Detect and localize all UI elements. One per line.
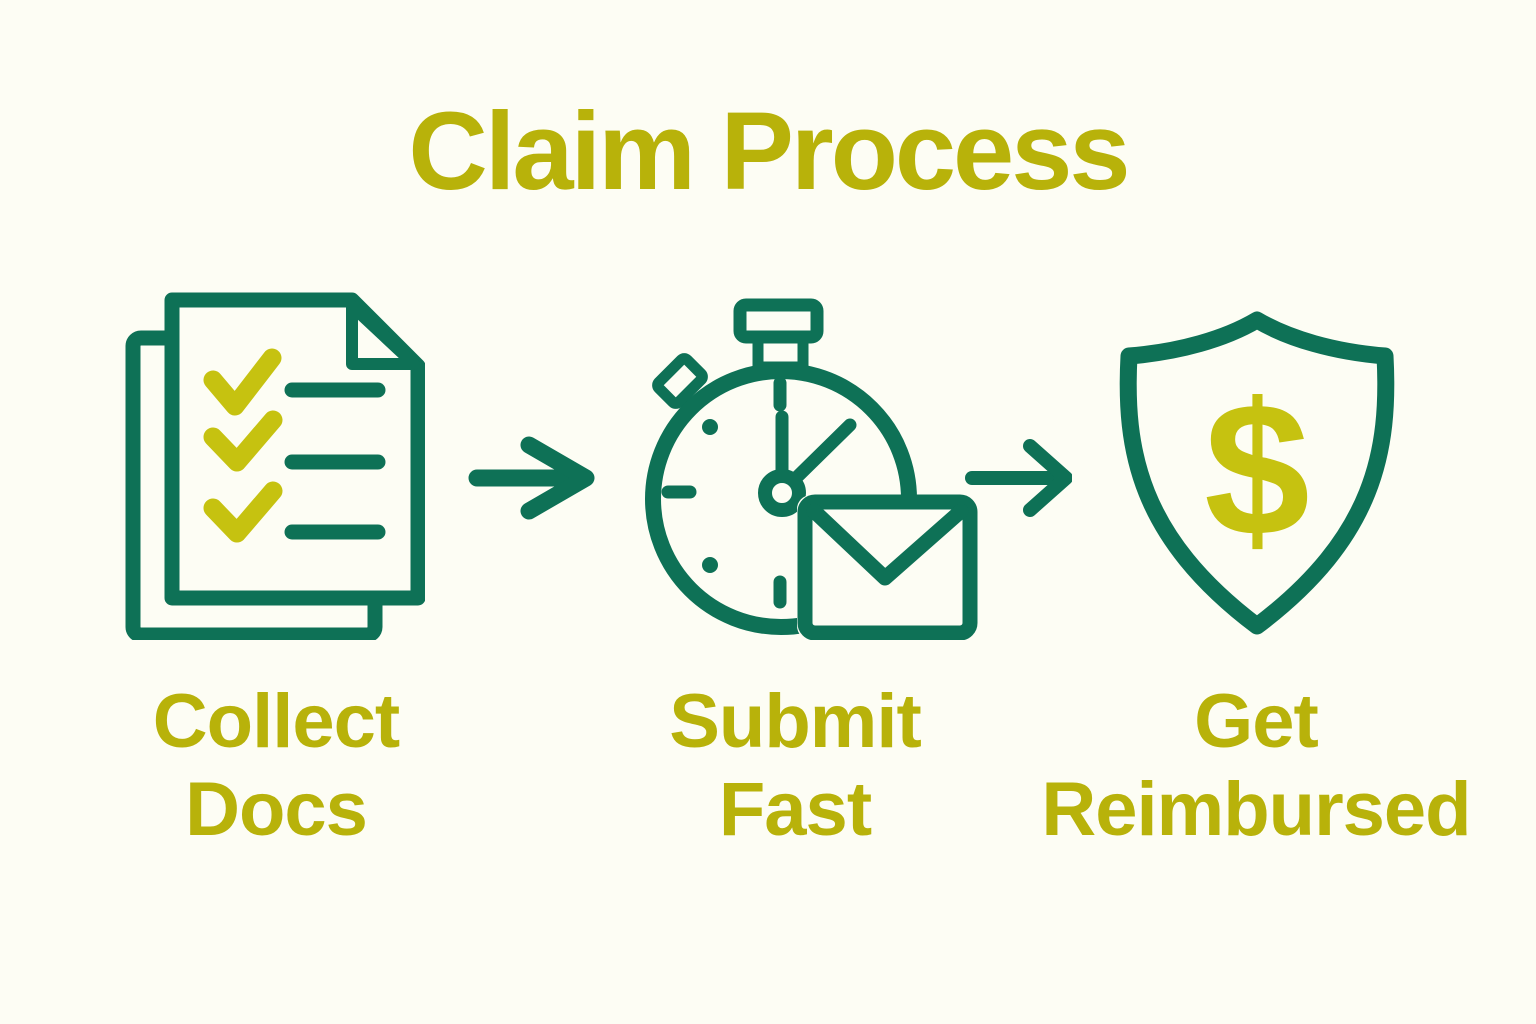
stopwatch-side-button (652, 353, 708, 409)
step-label-line: Docs (185, 767, 368, 852)
step-label-line: Submit (669, 679, 922, 764)
shield-dollar-icon: $ (1119, 311, 1395, 635)
step-label-line: Collect (152, 679, 400, 764)
envelope-flap (806, 503, 969, 586)
step-label-line: Get (1194, 679, 1319, 764)
dollar-sign-icon: $ (1204, 364, 1310, 576)
arrow-right-icon (468, 436, 595, 520)
stopwatch-tick-marks (661, 376, 787, 609)
stopwatch-envelope-icon (645, 298, 978, 640)
checkmark-icon (203, 348, 282, 416)
stopwatch-dot (702, 419, 718, 435)
stopwatch-center (758, 469, 806, 517)
step-label-collect-docs: Collect Docs (26, 678, 526, 854)
stopwatch-hands (775, 410, 857, 487)
envelope-icon (797, 494, 978, 640)
step-label-line: Reimbursed (1041, 767, 1471, 852)
checkmark-icon (203, 481, 283, 543)
checklist-checkmarks (203, 348, 283, 543)
checkmark-icon (203, 410, 283, 472)
folded-corner-icon (346, 300, 420, 370)
arrow-right-icon (965, 439, 1072, 517)
stopwatch-dot (702, 557, 718, 573)
step-label-line: Fast (718, 767, 872, 852)
step-label-get-reimbursed: Get Reimbursed (1006, 678, 1506, 854)
checklist-lines (284, 382, 386, 540)
page-title: Claim Process (408, 90, 1130, 213)
documents-checklist-icon (125, 292, 425, 640)
step-label-submit-fast: Submit Fast (545, 678, 1045, 854)
front-page (164, 292, 425, 606)
shield-outline (1119, 311, 1395, 635)
stopwatch-stem (752, 331, 809, 373)
